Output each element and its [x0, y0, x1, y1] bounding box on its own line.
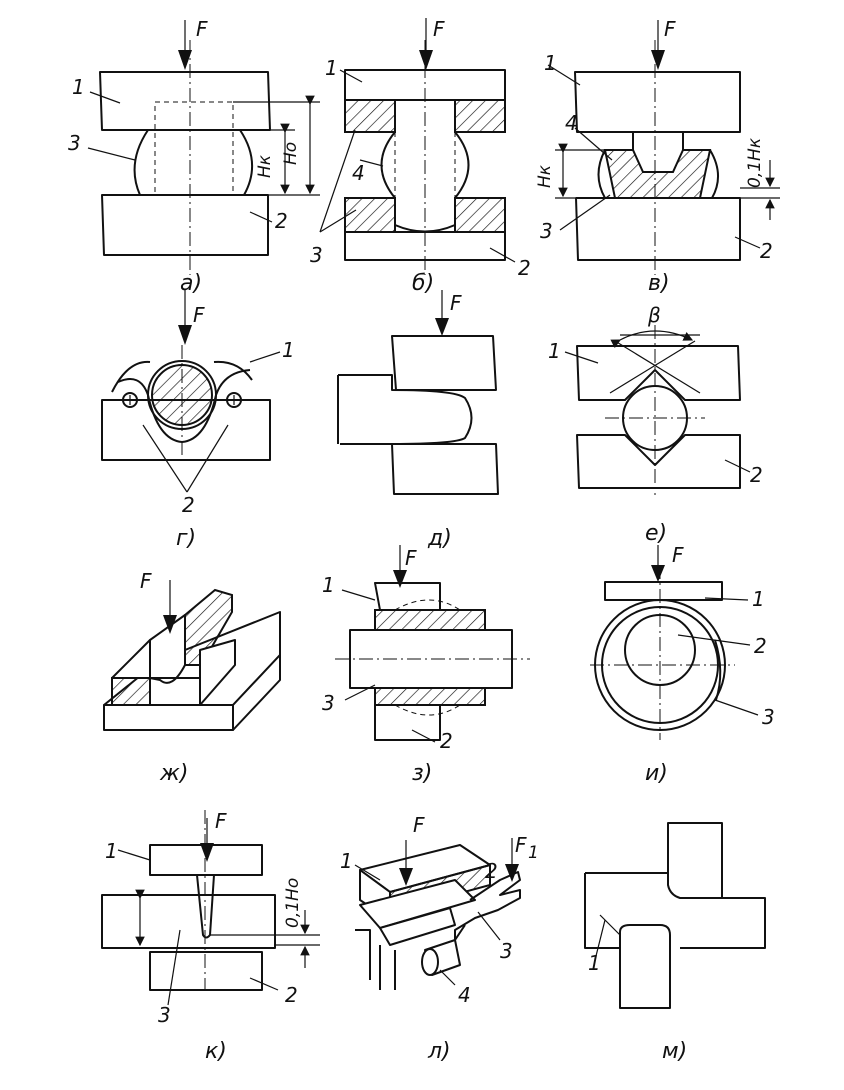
- dim-01hk: 0,1Hк: [745, 137, 765, 188]
- part-number: 2: [760, 239, 773, 263]
- panel-a: [87, 20, 320, 275]
- part-number: 3: [540, 219, 553, 243]
- part-number: 2: [518, 256, 531, 280]
- force1-label: F: [515, 833, 527, 857]
- part-number: 1: [752, 587, 765, 611]
- force-label: F: [215, 809, 227, 833]
- caption: и): [645, 761, 668, 786]
- force-label: F: [433, 17, 445, 41]
- dim-hk: Hк: [535, 164, 555, 188]
- part-number: 2: [440, 729, 453, 753]
- part-number: 4: [458, 983, 471, 1007]
- part-number: 1: [322, 573, 335, 597]
- caption: к): [205, 1039, 227, 1064]
- part-number: 1: [340, 849, 353, 873]
- caption: е): [645, 521, 667, 546]
- panel-e: [337, 290, 499, 495]
- part-number: 2: [750, 463, 763, 487]
- force-label: F: [140, 569, 152, 593]
- barrel-workpiece: [133, 129, 254, 196]
- caption: д): [427, 526, 452, 551]
- panel-c: [547, 20, 780, 275]
- part-number: 1: [548, 339, 561, 363]
- part-number: 3: [310, 243, 323, 267]
- dim-h0: Ho: [281, 142, 301, 165]
- panel-k: [101, 810, 320, 1006]
- part-number: 1: [72, 75, 85, 99]
- caption: ж): [159, 761, 188, 786]
- panel-l: [354, 838, 521, 990]
- caption: в): [648, 271, 670, 296]
- part-number: 2: [275, 209, 288, 233]
- part-number: 2: [485, 859, 498, 883]
- panel-h: [335, 545, 530, 743]
- part-number: 3: [500, 939, 513, 963]
- force-label: F: [405, 546, 417, 570]
- upper-die: [99, 71, 271, 131]
- part-number: 3: [762, 705, 775, 729]
- part-number: 3: [322, 691, 335, 715]
- part-number: 1: [325, 56, 338, 80]
- force-label: F: [672, 543, 684, 567]
- part-number: 1: [588, 951, 601, 975]
- panel-i: [590, 545, 759, 740]
- panel-d: [101, 290, 281, 493]
- force-label: F: [196, 17, 208, 41]
- force-label: F: [413, 813, 425, 837]
- force-label: F: [664, 17, 676, 41]
- part-number: 2: [754, 634, 767, 658]
- caption: л): [427, 1039, 451, 1064]
- labels: F 1 3 2 Hк Ho а) F 1 4 3 2 б) F 1 4 3 2 …: [68, 17, 775, 1064]
- caption: г): [176, 526, 196, 551]
- part-number: 3: [68, 131, 81, 155]
- part-number: 1: [282, 338, 295, 362]
- part-number: 3: [158, 1003, 171, 1027]
- panel-f: [564, 325, 751, 495]
- caption: б): [412, 271, 434, 296]
- part-number: 2: [182, 493, 195, 517]
- force-label: F: [193, 303, 205, 327]
- dim-01h0: 0,1Ho: [283, 878, 303, 928]
- part-number: 2: [285, 983, 298, 1007]
- caption: а): [180, 271, 202, 296]
- part-number: 1: [105, 839, 118, 863]
- part-number: 4: [352, 161, 365, 185]
- part-number: 4: [565, 111, 578, 135]
- panel-b: [319, 18, 516, 275]
- panel-g: [103, 580, 281, 731]
- caption: з): [412, 761, 432, 786]
- part-number: 1: [544, 51, 557, 75]
- panel-m: [584, 822, 766, 1009]
- caption: м): [662, 1039, 687, 1064]
- force1-subscript: 1: [528, 843, 539, 863]
- beta-label: β: [647, 303, 661, 327]
- dim-hk: Hк: [255, 154, 275, 178]
- lower-die: [101, 194, 269, 256]
- force-label: F: [450, 291, 462, 315]
